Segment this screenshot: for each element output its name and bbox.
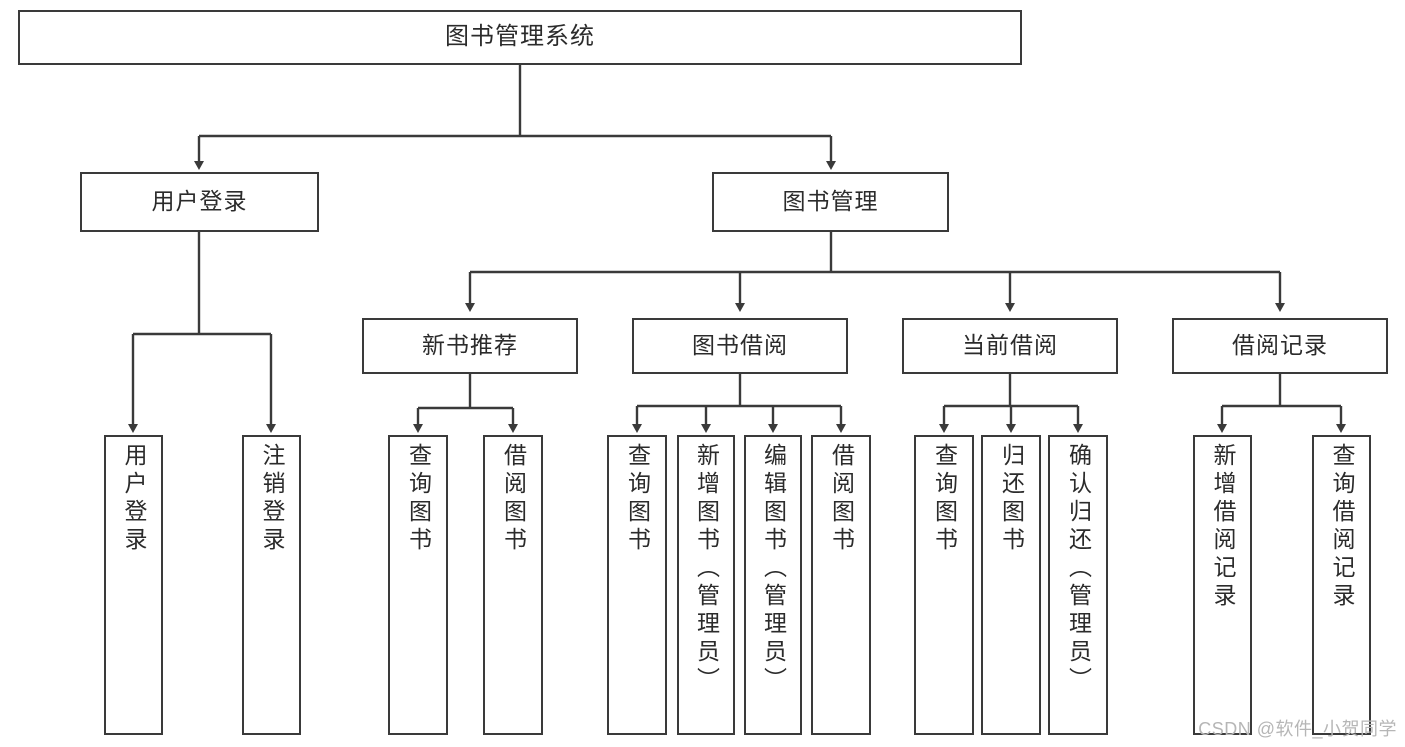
leaf-book-borrow-edit-label: 编辑图书（管理员） xyxy=(760,443,787,695)
leaf-new-book-borrow-label: 借阅图书 xyxy=(500,443,527,555)
leaf-user-login-login-label: 用户登录 xyxy=(121,443,147,555)
leaf-current-borrow-query[interactable]: 查询图书 xyxy=(914,435,974,735)
node-current-borrow-label: 当前借阅 xyxy=(962,332,1058,359)
node-book-management[interactable]: 图书管理 xyxy=(712,172,949,232)
node-borrow-records[interactable]: 借阅记录 xyxy=(1172,318,1388,374)
leaf-book-borrow-query[interactable]: 查询图书 xyxy=(607,435,667,735)
leaf-new-book-query-label: 查询图书 xyxy=(405,443,432,555)
node-book-borrow[interactable]: 图书借阅 xyxy=(632,318,848,374)
node-new-book-recommend[interactable]: 新书推荐 xyxy=(362,318,578,374)
leaf-current-borrow-query-label: 查询图书 xyxy=(931,443,958,555)
watermark: CSDN @软件_小贺同学 xyxy=(1198,719,1397,739)
leaf-current-borrow-return-label: 归还图书 xyxy=(998,443,1025,555)
leaf-book-borrow-borrow-label: 借阅图书 xyxy=(828,443,855,555)
leaf-book-borrow-query-label: 查询图书 xyxy=(624,443,651,555)
leaf-user-login-login[interactable]: 用户登录 xyxy=(104,435,163,735)
leaf-user-login-logout[interactable]: 注销登录 xyxy=(242,435,301,735)
leaf-book-borrow-add[interactable]: 新增图书（管理员） xyxy=(677,435,735,735)
leaf-current-borrow-return[interactable]: 归还图书 xyxy=(981,435,1041,735)
leaf-borrow-record-query-label: 查询借阅记录 xyxy=(1329,443,1355,611)
node-root-system-label: 图书管理系统 xyxy=(445,23,595,51)
leaf-book-borrow-borrow[interactable]: 借阅图书 xyxy=(811,435,871,735)
leaf-borrow-record-add[interactable]: 新增借阅记录 xyxy=(1193,435,1252,735)
node-book-management-label: 图书管理 xyxy=(782,188,879,215)
node-book-borrow-label: 图书借阅 xyxy=(692,332,788,359)
leaf-borrow-record-add-label: 新增借阅记录 xyxy=(1210,443,1236,611)
leaf-user-login-logout-label: 注销登录 xyxy=(259,443,285,555)
node-new-book-recommend-label: 新书推荐 xyxy=(422,332,518,359)
leaf-current-borrow-confirm-return-label: 确认归还（管理员） xyxy=(1065,443,1092,695)
leaf-book-borrow-add-label: 新增图书（管理员） xyxy=(693,443,720,695)
node-user-login-label: 用户登录 xyxy=(151,188,248,215)
leaf-book-borrow-edit[interactable]: 编辑图书（管理员） xyxy=(744,435,802,735)
leaf-new-book-query[interactable]: 查询图书 xyxy=(388,435,448,735)
node-borrow-records-label: 借阅记录 xyxy=(1232,332,1328,359)
leaf-new-book-borrow[interactable]: 借阅图书 xyxy=(483,435,543,735)
leaf-current-borrow-confirm-return[interactable]: 确认归还（管理员） xyxy=(1048,435,1108,735)
leaf-borrow-record-query[interactable]: 查询借阅记录 xyxy=(1312,435,1371,735)
node-user-login[interactable]: 用户登录 xyxy=(80,172,319,232)
node-root-system[interactable]: 图书管理系统 xyxy=(18,10,1022,65)
node-current-borrow[interactable]: 当前借阅 xyxy=(902,318,1118,374)
